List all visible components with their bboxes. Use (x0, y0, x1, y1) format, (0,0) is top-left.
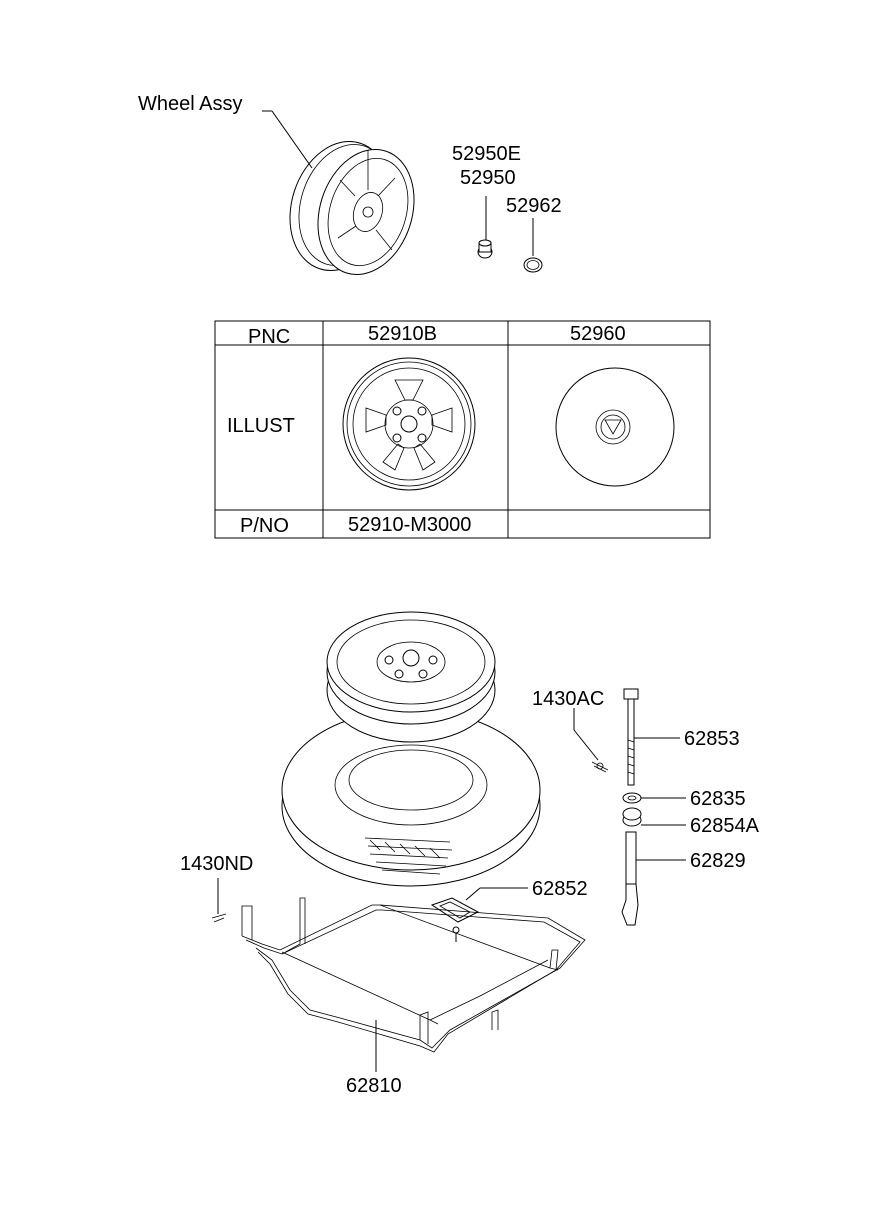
label-62854A: 62854A (690, 815, 760, 837)
wheel-assy-illustration (289, 141, 415, 276)
clip-1430ND-illustration (211, 913, 227, 923)
parts-table (214, 320, 711, 539)
table-col1-pno: 52910-M3000 (348, 514, 471, 536)
hold-down-bolt-illustration (623, 688, 639, 786)
label-62835: 62835 (690, 788, 746, 810)
wheel-assy-label: Wheel Assy (138, 93, 242, 115)
label-52950E: 52950E (452, 143, 521, 165)
carrier-frame-illustration (241, 897, 586, 1053)
nut-illustration (622, 807, 642, 827)
label-62829: 62829 (690, 850, 746, 872)
label-62852: 62852 (532, 878, 588, 900)
label-1430AC: 1430AC (532, 688, 604, 710)
spare-wheel-illustration (326, 611, 496, 743)
table-row-pno: P/NO (240, 515, 289, 537)
label-62810: 62810 (346, 1075, 402, 1097)
lug-nut-illustration (477, 239, 493, 259)
label-62853: 62853 (684, 728, 740, 750)
bracket-illustration (621, 831, 639, 926)
table-col1-pnc: 52910B (368, 323, 437, 345)
label-1430ND: 1430ND (180, 853, 253, 875)
table-row-illust: ILLUST (227, 415, 295, 437)
alloy-wheel-illustration (342, 357, 476, 491)
hub-cap-illustration (555, 367, 675, 487)
label-52962: 52962 (506, 195, 562, 217)
clip-1430AC-illustration (591, 761, 609, 773)
table-col2-pnc: 52960 (570, 323, 626, 345)
spare-pad-illustration (430, 897, 480, 942)
spare-tire-illustration (281, 709, 541, 887)
label-52950: 52950 (460, 167, 516, 189)
table-row-pnc: PNC (248, 326, 290, 348)
valve-cap-illustration (523, 257, 543, 273)
washer-illustration (622, 792, 642, 804)
